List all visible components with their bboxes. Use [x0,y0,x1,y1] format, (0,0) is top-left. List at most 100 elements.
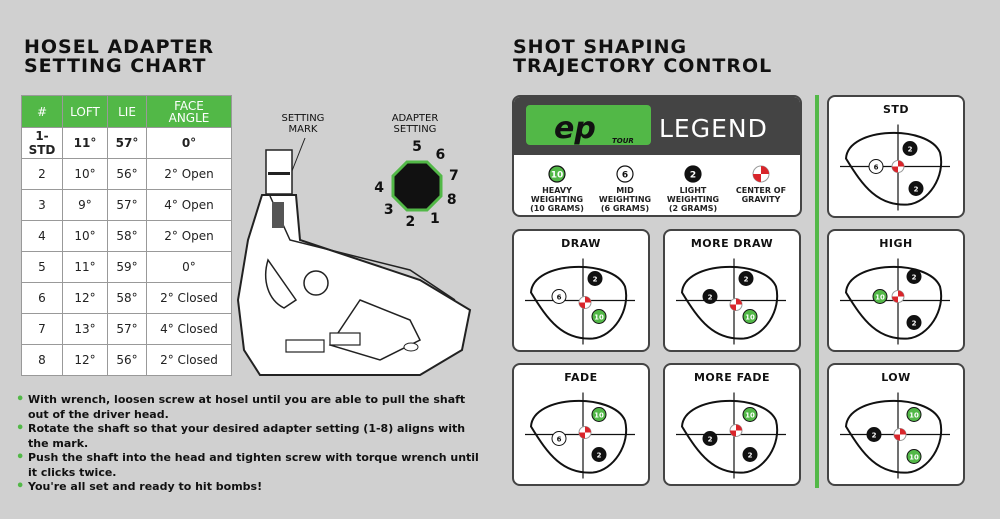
weight-marker [742,309,758,324]
legend-item-text: CENTER OF [735,186,787,195]
weight-marker [906,269,922,284]
cell-lie: 57° [107,127,147,159]
shot-panel-label: DRAW [561,237,601,250]
legend-item-text: (10 GRAMS) [530,204,584,213]
cg-quadrant [736,298,742,305]
cell-lie: 58° [107,220,147,252]
cell-loft: 13° [62,313,108,345]
shot-panel-label: LOW [881,371,911,384]
logo-sub: TOUR [612,137,634,145]
cell-lie: 57° [107,189,147,221]
cg-quadrant [579,302,585,309]
cg-quadrant [900,428,906,435]
legend-item-text: WEIGHTING [530,195,584,204]
cell-lie: 58° [107,282,147,314]
instructions-list: With wrench, loosen screw at hosel until… [16,393,486,495]
cg-quadrant [585,426,591,433]
cell-number: 7 [21,313,63,345]
weight-marker [902,141,918,156]
cg-quadrant [898,290,904,297]
weight-marker-label: 2 [708,294,713,302]
club-face-diagram: 2 2 10 [676,258,786,345]
svg-text:10: 10 [551,171,564,181]
header-number: # [21,95,63,128]
weight-marker [591,447,607,462]
legend-item-text: WEIGHTING [666,195,720,204]
shot-panel-label: MORE DRAW [690,237,774,250]
cg-quadrant [579,432,585,439]
weight-marker-label: 2 [593,276,598,284]
dial-number-3: 3 [383,202,394,219]
cell-lie: 59° [107,251,147,283]
legend-item-text: MID [616,186,634,195]
legend-item-text: WEIGHTING [598,195,652,204]
shot-shaping-title: SHOT SHAPING TRAJECTORY CONTROL [513,36,773,77]
svg-text:2: 2 [690,171,696,181]
weight-marker [591,407,607,422]
weight-marker [702,289,718,304]
weight-marker [906,449,922,464]
dial-number-6: 6 [435,147,446,164]
logo-text: ep [554,111,596,146]
weight-marker [591,309,607,324]
cell-face-angle: 0° [146,127,232,159]
weight-marker-label: 2 [744,276,749,284]
legend-item-text: (6 GRAMS) [600,204,650,213]
cell-loft: 11° [62,251,108,283]
weight-marker [868,159,884,174]
weight-marker-label: 10 [875,294,885,302]
weight-marker-label: 2 [872,432,877,440]
cell-loft: 12° [62,282,108,314]
svg-text:6: 6 [622,171,628,181]
weight-marker-label: 6 [557,294,562,302]
cg-quadrant [730,304,736,311]
cell-lie: 56° [107,158,147,190]
cell-number: 5 [21,251,63,283]
cell-face-angle: 4° Closed [146,313,232,345]
cg-quadrant [898,160,904,167]
weight-marker-label: 2 [912,320,917,328]
weight-marker-label: 2 [708,436,713,444]
hosel-chart-title: HOSEL ADAPTER SETTING CHART [24,36,215,77]
header-face-angle: FACE ANGLE [146,95,232,128]
weight-marker [738,271,754,286]
cell-face-angle: 2° Closed [146,282,232,314]
dial-number-2: 2 [405,214,416,231]
shot-panel-label: FADE [564,371,598,384]
weight-marker-label: 10 [909,412,919,420]
weight-marker [551,431,567,446]
cell-lie: 57° [107,313,147,345]
weight-marker-label: 10 [594,314,604,322]
weight-marker-label: 2 [597,452,602,460]
weight-marker-label: 2 [912,274,917,282]
weight-marker-label: 10 [745,314,755,322]
weight-marker [906,407,922,422]
dial-number-8: 8 [446,192,457,209]
weight-marker [551,289,567,304]
header-lie: LIE [107,95,147,128]
cell-face-angle: 4° Open [146,189,232,221]
club-face-diagram: 2 10 2 [840,258,950,345]
weight-marker [742,447,758,462]
cell-loft: 10° [62,220,108,252]
cell-face-angle: 0° [146,251,232,283]
cell-number: 2 [21,158,63,190]
weight-marker [702,431,718,446]
weight-marker [906,315,922,330]
cell-number: 8 [21,344,63,376]
instruction-item: You're all set and ready to hit bombs! [16,480,486,495]
legend-item-text: HEAVY [542,186,572,195]
cell-number: 1-STD [21,127,63,159]
